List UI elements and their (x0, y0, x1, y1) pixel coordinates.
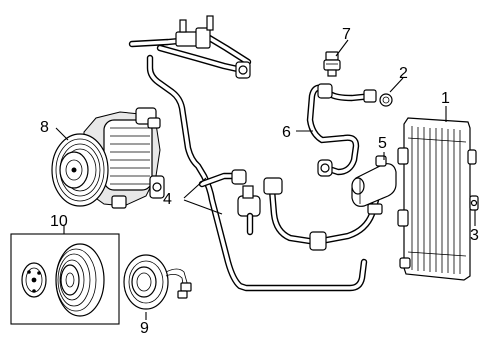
callout-2: 2 (399, 65, 408, 82)
callout-6: 6 (282, 124, 291, 141)
condenser-bracket (469, 195, 479, 211)
callout-7: 7 (342, 26, 351, 43)
refrigerant-line-assembly (128, 15, 380, 292)
callout-8: 8 (40, 119, 49, 136)
o-ring-seal (379, 93, 393, 107)
clutch-pulley (55, 243, 105, 317)
leader-lines (55, 39, 476, 320)
clutch-assembly-box (10, 233, 120, 325)
callout-9: 9 (140, 320, 149, 337)
pressure-switch (323, 51, 341, 77)
receiver-drier (351, 155, 397, 215)
clutch-hub-plate (21, 262, 47, 298)
callout-5: 5 (378, 135, 387, 152)
compressor (51, 107, 165, 209)
callout-1: 1 (441, 90, 450, 107)
clutch-field-coil (123, 254, 192, 310)
callout-10: 10 (50, 213, 68, 230)
condenser (397, 117, 477, 281)
callout-4: 4 (163, 191, 172, 208)
callout-3: 3 (470, 227, 479, 244)
ac-hose (306, 83, 377, 177)
